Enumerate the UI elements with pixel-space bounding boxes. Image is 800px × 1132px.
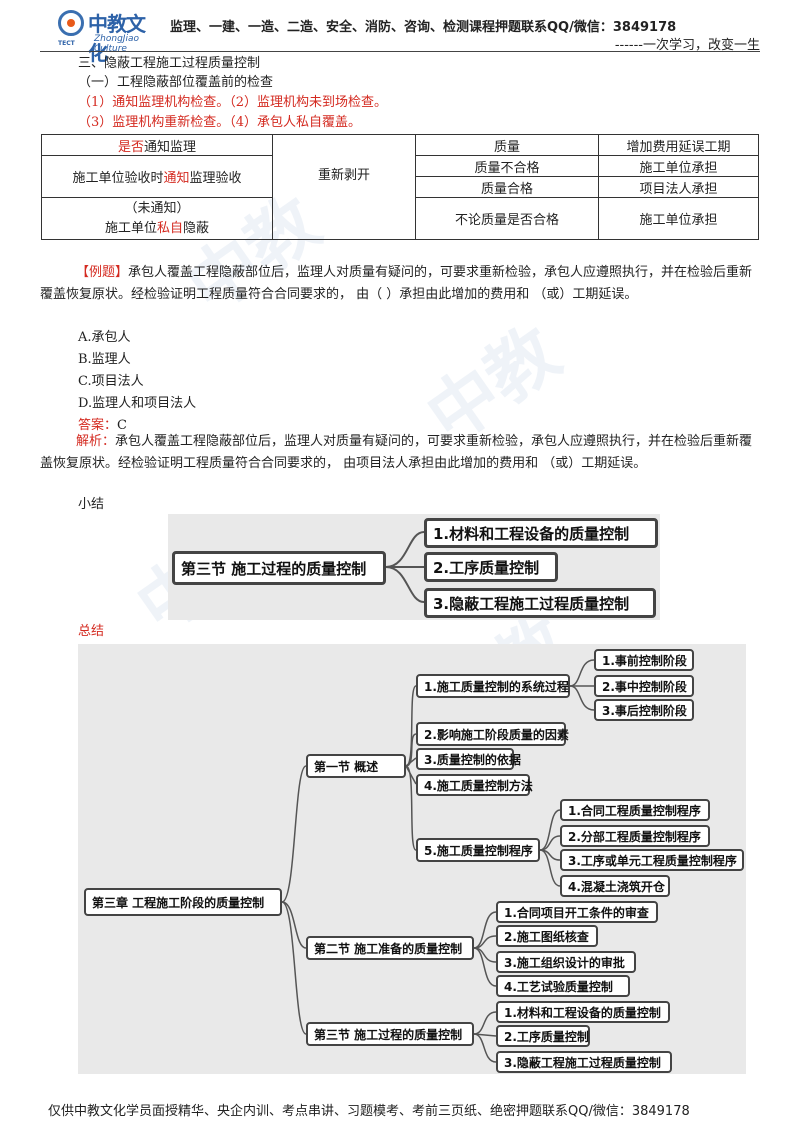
s1-proc-2: 2.分部工程质量控制程序 (560, 825, 710, 847)
header-slogan: ------一次学习，改变一生 (614, 38, 760, 53)
page-footer: 仅供中教文化学员面授精华、央企内训、考点串讲、习题模考、考前三页纸、绝密押题联系… (48, 1104, 690, 1119)
table-cell: 施工单位承担 (598, 155, 759, 177)
summary-label: 小结 (78, 497, 105, 512)
check-steps-1: （1）通知监理机构检查。（2）监理机构未到场检查。 (78, 95, 388, 110)
logo-tag: TECT (58, 40, 75, 47)
section-subtitle: （一）工程隐蔽部位覆盖前的检查 (78, 75, 274, 90)
summary-item-3: 3.隐蔽工程施工过程质量控制 (424, 588, 656, 618)
page-header: 中教文化 ZhongJiao Culture TECT 监理、一建、一造、二造、… (0, 0, 800, 65)
brand-logo: 中教文化 ZhongJiao Culture TECT (58, 8, 158, 65)
table-cell: 施工单位承担 (598, 197, 759, 240)
table-cell: 质量不合格 (415, 155, 599, 177)
chapter-mindmap: 第三章 工程施工阶段的质量控制 第一节 概述 第二节 施工准备的质量控制 第三节… (78, 644, 746, 1074)
s1-sys-1: 1.事前控制阶段 (594, 649, 694, 671)
s1-proc-1: 1.合同工程质量控制程序 (560, 799, 710, 821)
summary-item-2: 2.工序质量控制 (424, 552, 558, 582)
s1-item-1: 1.施工质量控制的系统过程 (416, 674, 570, 698)
s1-item-4: 4.施工质量控制方法 (416, 774, 533, 796)
logo-text: 中教文化 (88, 12, 146, 65)
s1-proc-3: 3.工序或单元工程质量控制程序 (560, 849, 744, 871)
summary-mindmap: 第三节 施工过程的质量控制 1.材料和工程设备的质量控制 2.工序质量控制 3.… (168, 514, 660, 620)
s2-item-2: 2.施工图纸核查 (496, 925, 598, 947)
summary-item-1: 1.材料和工程设备的质量控制 (424, 518, 658, 548)
answer: 答案：C (78, 418, 127, 433)
s3-item-2: 2.工序质量控制 (496, 1025, 590, 1047)
table-header-cell: 是否通知监理 (41, 134, 273, 156)
chapter-root: 第三章 工程施工阶段的质量控制 (84, 888, 282, 916)
s3-item-1: 1.材料和工程设备的质量控制 (496, 1001, 670, 1023)
s1-sys-3: 3.事后控制阶段 (594, 699, 694, 721)
s2-item-3: 3.施工组织设计的审批 (496, 951, 636, 973)
section-1-node: 第一节 概述 (306, 754, 406, 778)
table-header-cell: 增加费用延误工期 (598, 134, 759, 156)
inspection-table: 是否通知监理 质量 增加费用延误工期 施工单位验收时通知监理验收 重新剥开 质量… (41, 134, 759, 240)
check-steps-2: （3）监理机构重新检查。（4）承包人私自覆盖。 (78, 115, 362, 130)
header-courses: 监理、一建、一造、二造、安全、消防、咨询、检测课程押题联系QQ/微信：38491… (170, 20, 677, 35)
section-3-node: 第三节 施工过程的质量控制 (306, 1022, 474, 1046)
option-a: A.承包人 (78, 330, 131, 345)
option-c: C.项目法人 (78, 374, 144, 389)
option-b: B.监理人 (78, 352, 131, 367)
s1-proc-4: 4.混凝土浇筑开仓 (560, 875, 670, 897)
logo-subtext: ZhongJiao Culture (94, 34, 139, 54)
chapter-connectors (281, 659, 595, 1063)
s3-item-3: 3.隐蔽工程施工过程质量控制 (496, 1051, 672, 1073)
table-cell: （未通知）施工单位私自隐蔽 (41, 197, 273, 240)
summary-root: 第三节 施工过程的质量控制 (172, 551, 386, 585)
table-cell: 项目法人承担 (598, 176, 759, 198)
option-d: D.监理人和项目法人 (78, 396, 197, 411)
table-header-cell: 质量 (415, 134, 599, 156)
s1-item-2: 2.影响施工阶段质量的因素 (416, 722, 569, 746)
header-divider (40, 51, 760, 52)
table-cell: 施工单位验收时通知监理验收 (41, 155, 273, 198)
total-label: 总结 (78, 624, 105, 639)
s1-item-3: 3.质量控制的依据 (416, 748, 521, 770)
globe-icon (58, 10, 84, 36)
analysis: 解析：承包人覆盖工程隐蔽部位后，监理人对质量有疑问的，可要求重新检验，承包人应遵… (40, 434, 753, 471)
summary-connectors (385, 531, 425, 603)
example-question: 【例题】承包人覆盖工程隐蔽部位后，监理人对质量有疑问的，可要求重新检验，承包人应… (40, 265, 753, 302)
s1-item-5: 5.施工质量控制程序 (416, 838, 540, 862)
table-cell: 质量合格 (415, 176, 599, 198)
section-2-node: 第二节 施工准备的质量控制 (306, 936, 474, 960)
s2-item-1: 1.合同项目开工条件的审查 (496, 901, 658, 923)
table-cell: 不论质量是否合格 (415, 197, 599, 240)
table-cell: 重新剥开 (272, 155, 416, 240)
section-title: 三、隐蔽工程施工过程质量控制 (78, 56, 261, 71)
s1-sys-2: 2.事中控制阶段 (594, 675, 694, 697)
s2-item-4: 4.工艺试验质量控制 (496, 975, 630, 997)
